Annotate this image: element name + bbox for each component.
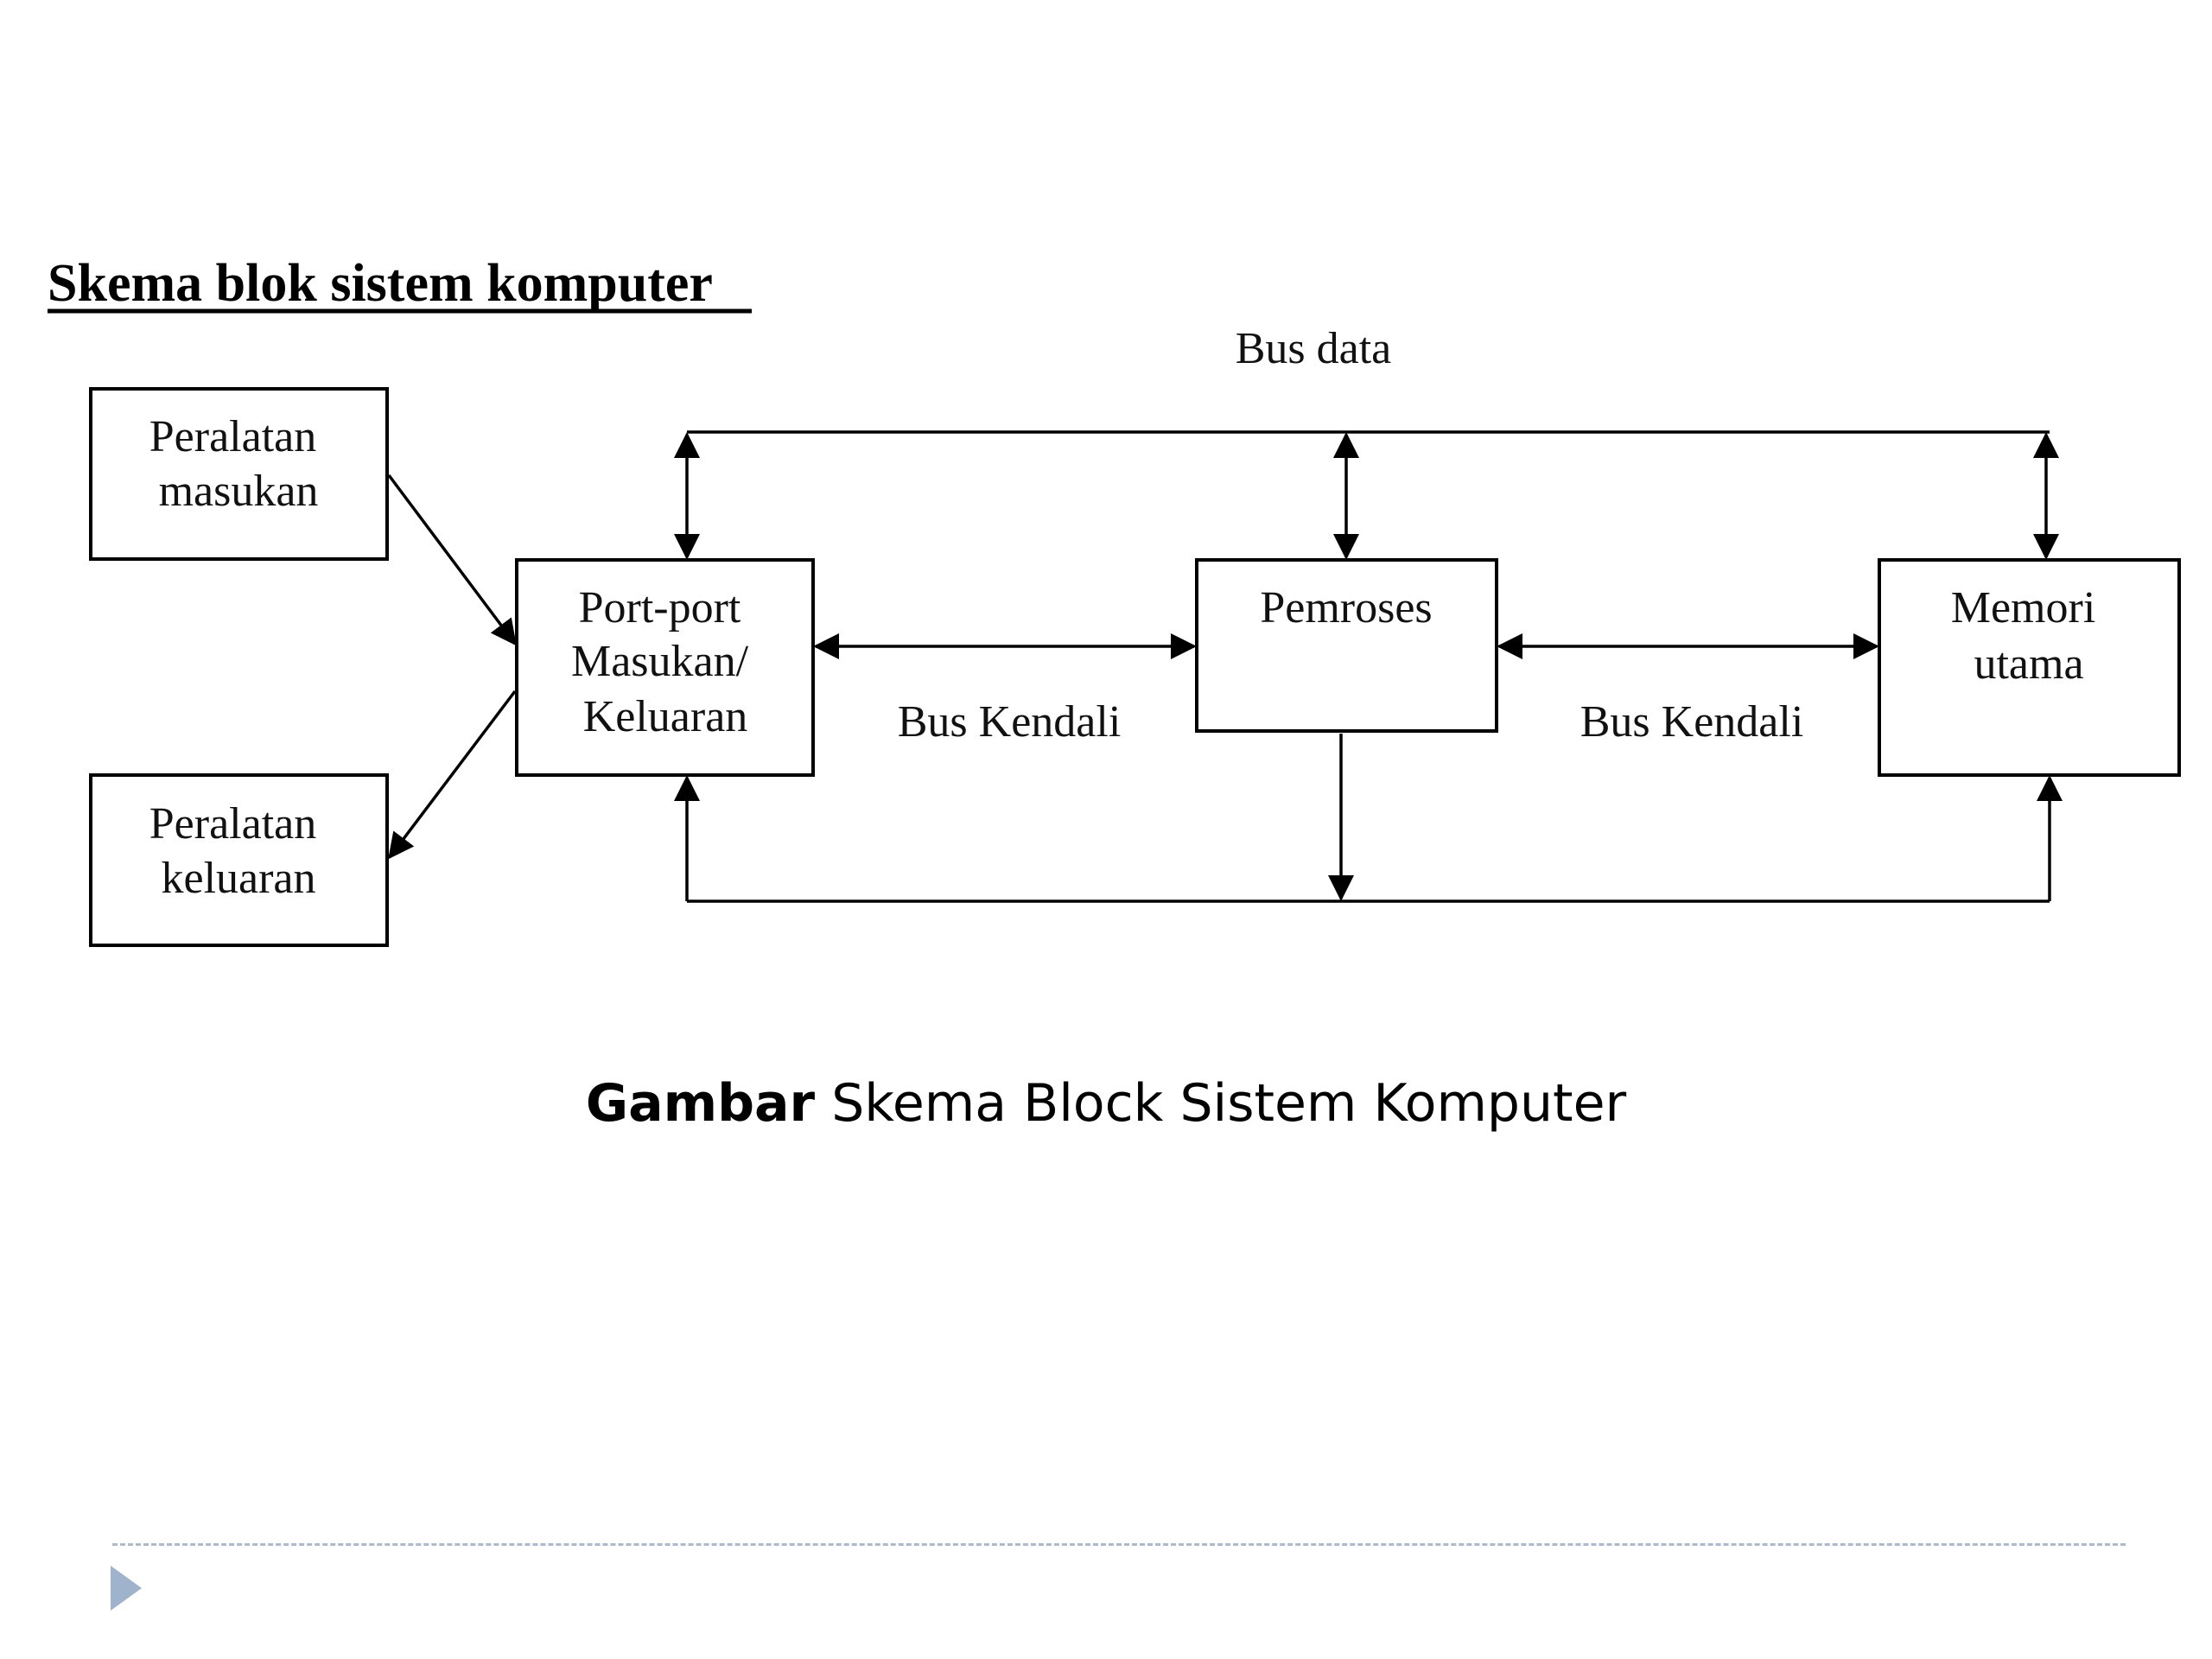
block-port-io: Port-port Masukan/ Keluaran: [515, 558, 815, 777]
block-label-line: masukan: [159, 467, 319, 516]
arrow-masukan-to-port: [387, 474, 517, 646]
block-label-line: Peralatan: [149, 799, 316, 849]
caption-text: Skema Block Sistem Komputer: [815, 1073, 1627, 1134]
triangle-right-icon: [111, 1566, 142, 1611]
footer-divider: [112, 1543, 2126, 1546]
arrow-port-to-keluaran: [388, 690, 517, 860]
block-label-line: utama: [1974, 639, 2083, 689]
bus-kendali-label-left: Bus Kendali: [898, 697, 1122, 747]
block-label-line: Peralatan: [149, 412, 316, 461]
svg-text:Memori utama: Memori utama: [1951, 583, 2107, 689]
block-memori-utama: Memori utama: [1878, 558, 2181, 777]
svg-text:Port-port Masukan/: Port-port Masukan/ Keluaran: [571, 583, 760, 741]
diagram-heading: Skema blok sistem komputer: [48, 254, 713, 313]
block-label-line: Port-port: [579, 583, 741, 632]
bus-data-lines: [674, 430, 2059, 560]
bus-data-label: Bus data: [1236, 324, 1392, 373]
caption-bold: Gambar: [585, 1073, 816, 1134]
block-label-line: keluaran: [161, 854, 315, 903]
bus-kendali-label-right: Bus Kendali: [1580, 697, 1804, 747]
svg-text:Peralatan keluaran: Peralatan keluaran: [149, 799, 327, 903]
svg-text:Pemroses: Pemroses: [1260, 583, 1432, 632]
svg-text:Peralatan masukan: Peralatan masukan: [149, 412, 327, 516]
block-peralatan-keluaran: Peralatan keluaran: [89, 773, 389, 947]
block-label-line: Keluaran: [583, 692, 748, 741]
bus-bottom-lines: [674, 734, 2063, 903]
figure-caption: Gambar Skema Block Sistem Komputer: [0, 1073, 2212, 1134]
block-label-line: Masukan/: [571, 637, 749, 686]
block-peralatan-masukan: Peralatan masukan: [89, 387, 389, 561]
block-label-line: Pemroses: [1260, 583, 1432, 632]
block-pemroses: Pemroses: [1195, 558, 1498, 733]
block-label-line: Memori: [1951, 583, 2096, 632]
